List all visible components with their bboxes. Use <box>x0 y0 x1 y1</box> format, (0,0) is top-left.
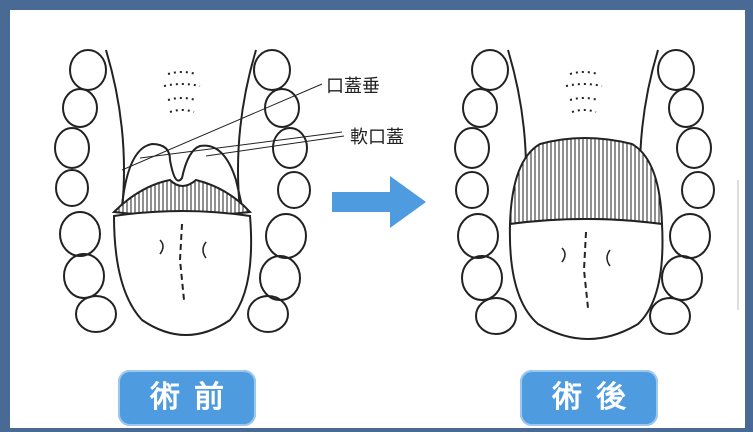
teeth-left-upper-after <box>455 50 516 334</box>
teeth-right-upper <box>248 50 310 332</box>
before-badge: 術前 <box>118 370 256 426</box>
diagram-frame: 口蓋垂 軟口蓋 術前 術後 <box>10 10 745 428</box>
palate-ridges <box>164 72 200 112</box>
palate-ridges-after <box>566 72 602 112</box>
before-illustration <box>55 50 344 335</box>
teeth-left-upper <box>55 50 116 332</box>
right-arrow-icon <box>332 176 426 228</box>
uvula-label: 口蓋垂 <box>326 72 380 98</box>
soft-palate-label: 軟口蓋 <box>350 123 404 149</box>
airway-after <box>510 138 662 224</box>
after-illustration <box>455 50 738 339</box>
after-badge: 術後 <box>520 370 658 426</box>
